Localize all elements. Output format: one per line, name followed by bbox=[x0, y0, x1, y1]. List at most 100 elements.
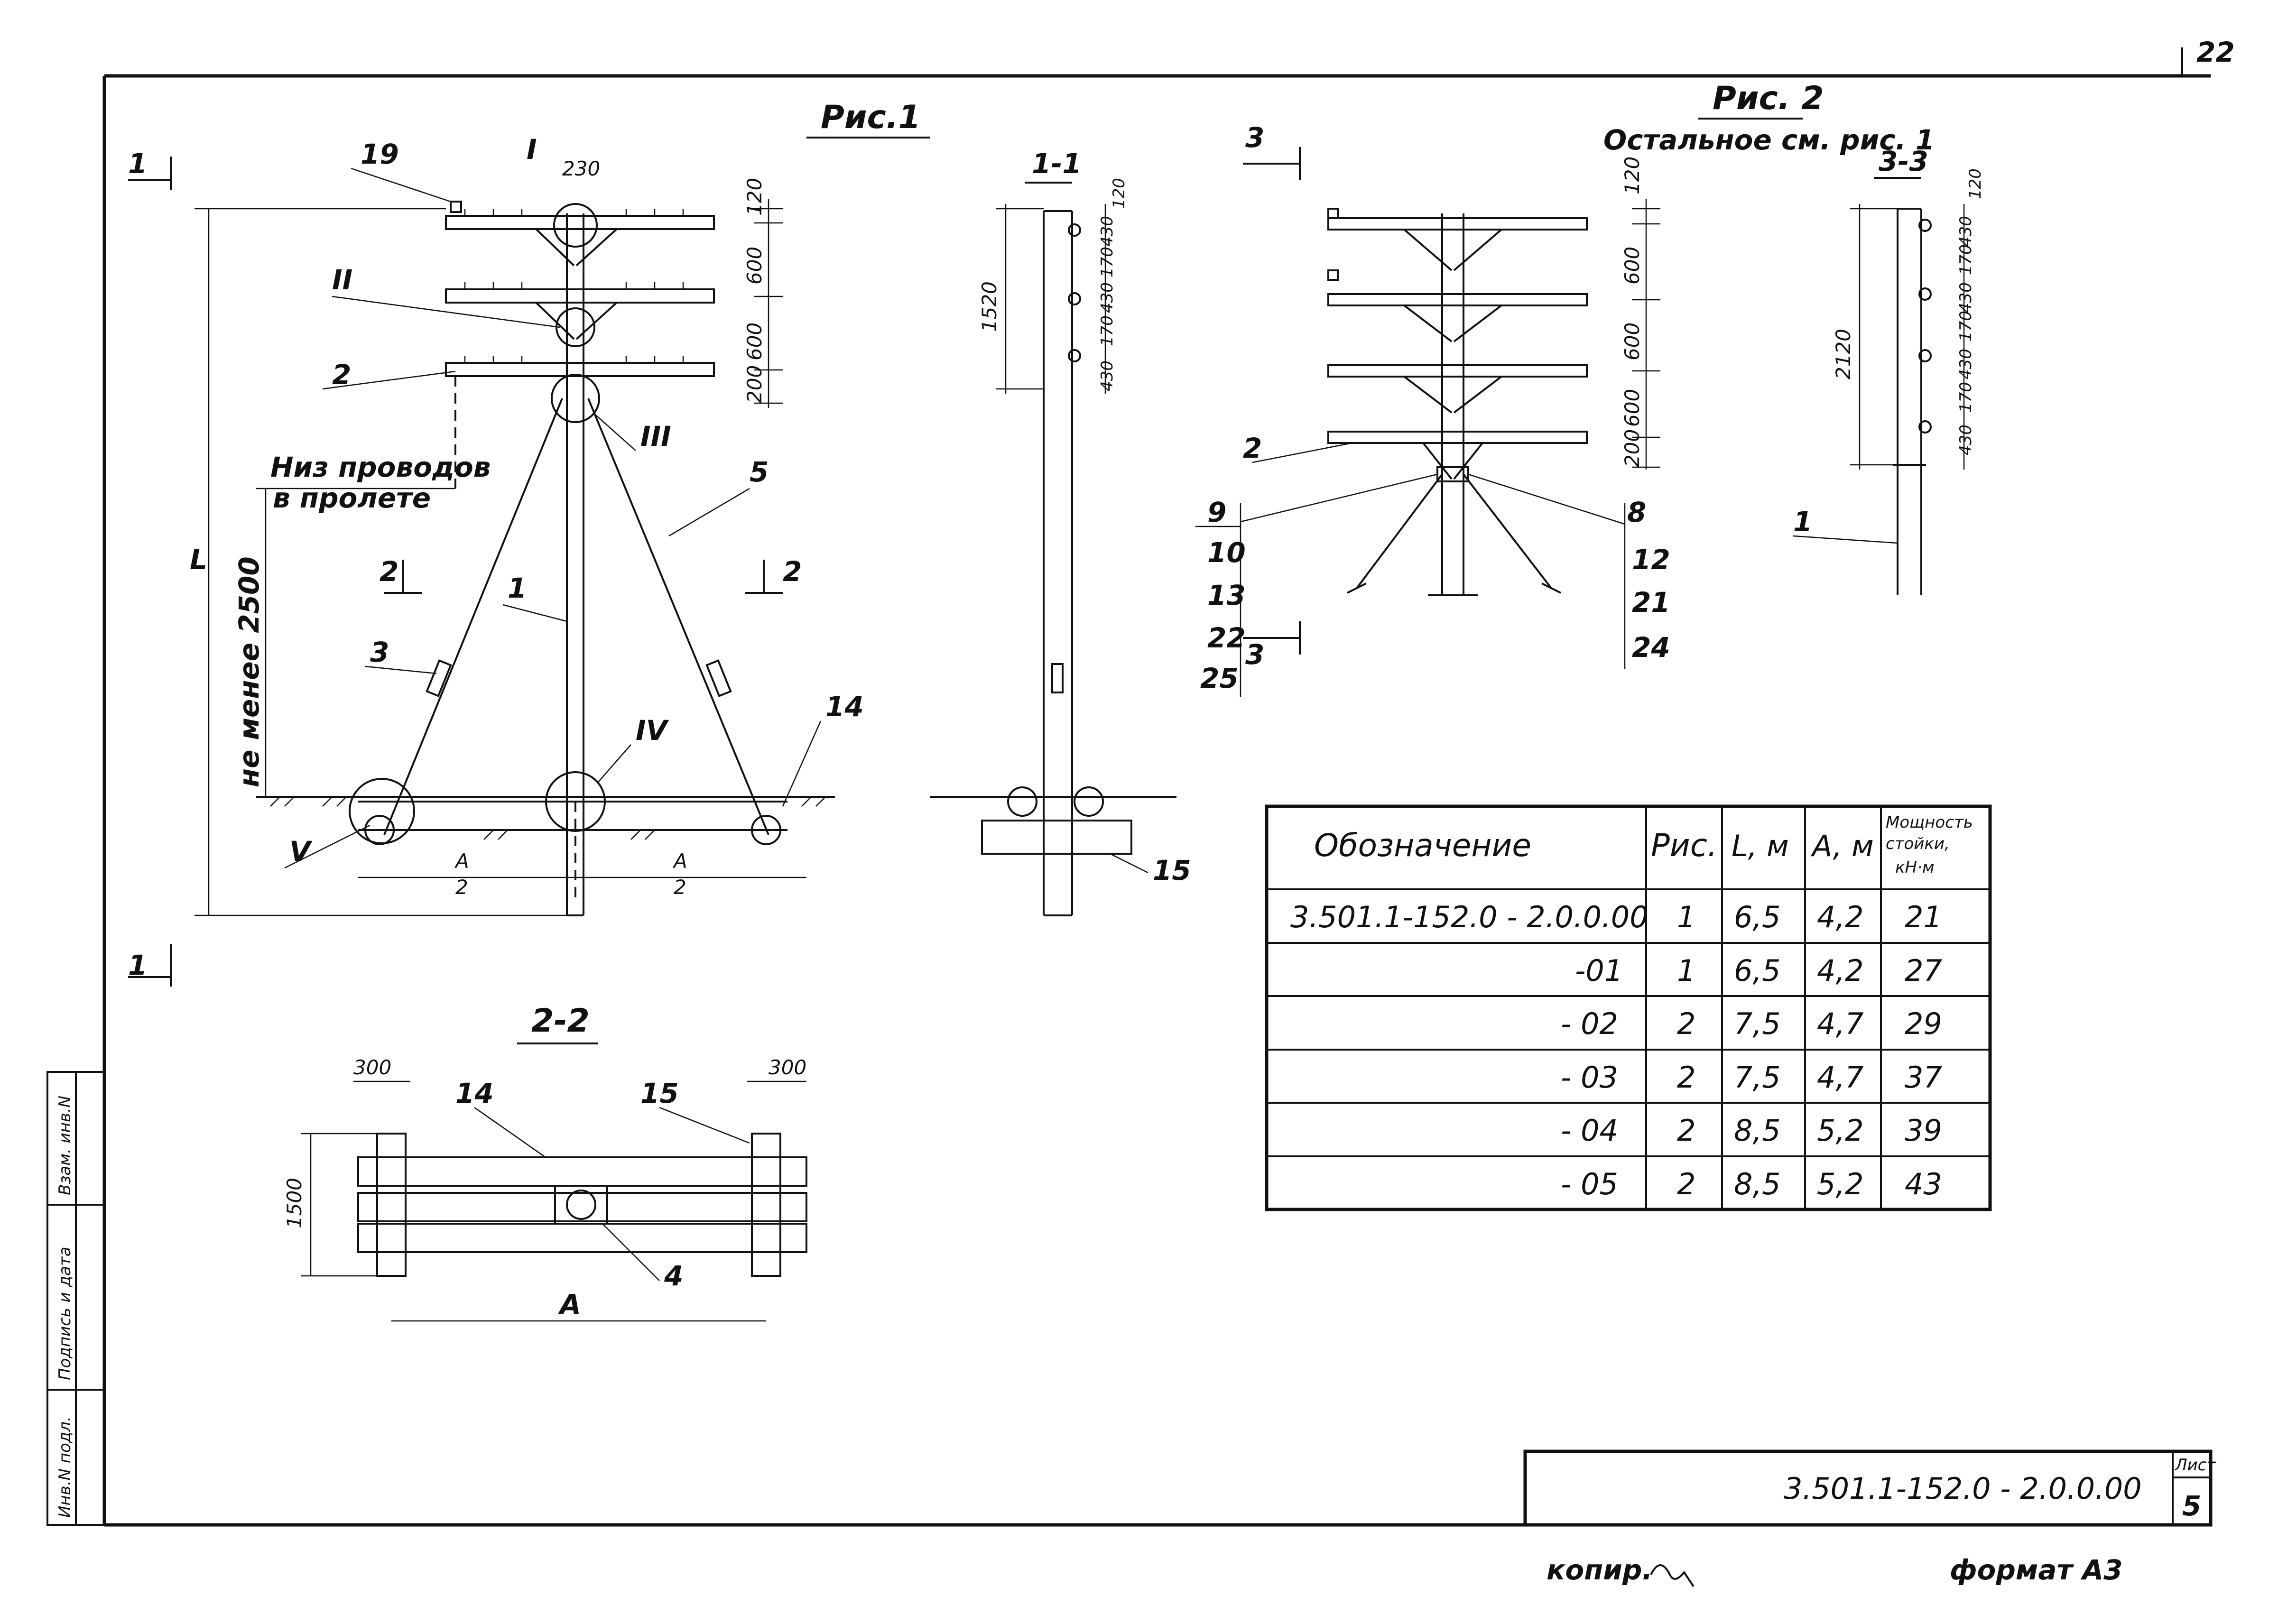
svg-text:25: 25 bbox=[1200, 662, 1239, 694]
table-row: - 03 2 7,5 4,7 37 bbox=[1561, 1060, 1942, 1095]
svg-text:8,5: 8,5 bbox=[1734, 1113, 1781, 1148]
svg-text:120: 120 bbox=[1621, 157, 1644, 194]
svg-text:300: 300 bbox=[353, 1056, 391, 1079]
svg-text:2: 2 bbox=[1677, 1060, 1695, 1095]
svg-text:- 03: - 03 bbox=[1561, 1060, 1618, 1095]
svg-text:170: 170 bbox=[1956, 382, 1975, 413]
section-1-1: 1-1 1520 120 430 170 430 170 430 15 bbox=[930, 148, 1191, 916]
svg-text:600: 600 bbox=[1621, 323, 1644, 360]
svg-text:1-1: 1-1 bbox=[1032, 148, 1082, 180]
svg-text:13: 13 bbox=[1207, 579, 1246, 611]
dim-L: L bbox=[190, 544, 207, 576]
svg-text:4,2: 4,2 bbox=[1817, 900, 1864, 934]
svg-text:430: 430 bbox=[1956, 349, 1975, 379]
svg-text:170: 170 bbox=[1956, 244, 1975, 275]
svg-text:200: 200 bbox=[743, 365, 766, 403]
svg-text:6,5: 6,5 bbox=[1734, 900, 1781, 934]
svg-text:300: 300 bbox=[769, 1056, 806, 1079]
svg-text:120: 120 bbox=[1966, 168, 1985, 199]
svg-text:430: 430 bbox=[1098, 282, 1117, 313]
th-power-2: стойки, bbox=[1886, 834, 1950, 853]
svg-text:2120: 2120 bbox=[1832, 329, 1855, 379]
svg-text:2: 2 bbox=[1677, 1167, 1695, 1201]
svg-text:4,2: 4,2 bbox=[1817, 953, 1864, 988]
svg-text:39: 39 bbox=[1905, 1113, 1942, 1148]
sheet-mark: 22 bbox=[2196, 36, 2235, 68]
svg-text:14: 14 bbox=[455, 1077, 494, 1109]
svg-text:6,5: 6,5 bbox=[1734, 953, 1781, 988]
th-fig: Рис. bbox=[1651, 827, 1717, 864]
svg-text:5: 5 bbox=[750, 456, 769, 488]
svg-text:2: 2 bbox=[783, 555, 802, 588]
fig1-dimensions: 120 600 600 200 230 L A 2 A 2 не менее 2… bbox=[190, 157, 806, 916]
svg-text:170: 170 bbox=[1956, 311, 1975, 341]
table-row: - 04 2 8,5 5,2 39 bbox=[1561, 1113, 1942, 1148]
svg-text:15: 15 bbox=[640, 1077, 679, 1109]
fig2-title: Рис. 2 Остальное см. рис. 1 bbox=[1603, 80, 1935, 156]
svg-text:19: 19 bbox=[361, 138, 399, 170]
side-inv-podl: Инв.N подл. bbox=[56, 1416, 74, 1518]
svg-text:IV: IV bbox=[636, 714, 669, 747]
svg-text:29: 29 bbox=[1905, 1006, 1942, 1041]
fig2-labels: 2 9 10 13 22 25 8 12 21 24 bbox=[1195, 432, 1670, 697]
section-2-2: 2-2 1500 300 300 A 14 15 4 bbox=[283, 1002, 807, 1322]
svg-text:II: II bbox=[332, 264, 352, 296]
table-row: - 02 2 7,5 4,7 29 bbox=[1561, 1006, 1942, 1041]
svg-text:3: 3 bbox=[370, 636, 389, 668]
svg-text:2: 2 bbox=[1677, 1113, 1695, 1148]
svg-text:230: 230 bbox=[562, 157, 600, 180]
svg-text:1: 1 bbox=[508, 572, 527, 604]
sheet-frame bbox=[102, 47, 2211, 1527]
svg-text:2: 2 bbox=[455, 876, 468, 899]
table-row: 3.501.1-152.0 - 2.0.0.00 1 6,5 4,2 21 bbox=[1290, 900, 1942, 934]
svg-text:21: 21 bbox=[1905, 900, 1942, 934]
svg-text:43: 43 bbox=[1905, 1167, 1942, 1201]
svg-text:A: A bbox=[672, 849, 687, 873]
th-A: A, м bbox=[1810, 829, 1874, 863]
svg-text:2: 2 bbox=[1677, 1006, 1695, 1041]
svg-text:5,2: 5,2 bbox=[1817, 1167, 1864, 1201]
svg-text:- 04: - 04 bbox=[1561, 1113, 1618, 1148]
table-row: -01 1 6,5 4,2 27 bbox=[1575, 953, 1942, 988]
fig1-title: Рис.1 bbox=[806, 99, 930, 138]
svg-text:430: 430 bbox=[1956, 282, 1975, 313]
svg-text:5,2: 5,2 bbox=[1817, 1113, 1864, 1148]
side-vzam: Взам. инв.N bbox=[56, 1096, 74, 1195]
svg-text:600: 600 bbox=[743, 323, 766, 360]
format-label: формат А3 bbox=[1950, 1554, 2123, 1586]
svg-text:14: 14 bbox=[825, 691, 864, 723]
svg-text:4: 4 bbox=[664, 1260, 683, 1292]
svg-text:22: 22 bbox=[1207, 622, 1246, 654]
copier-signature bbox=[1650, 1564, 1695, 1587]
title-block: 3.501.1-152.0 - 2.0.0.00 Лист 5 bbox=[1523, 1449, 2216, 1527]
svg-text:Рис.1: Рис.1 bbox=[821, 99, 921, 136]
side-signature: Подпись и дата bbox=[56, 1246, 74, 1380]
svg-text:170: 170 bbox=[1098, 315, 1117, 346]
side-strip: Инв.N подл. Подпись и дата Взам. инв.N bbox=[46, 1071, 105, 1526]
th-L: L, м bbox=[1732, 829, 1789, 863]
copied-label: копир. bbox=[1547, 1554, 1652, 1586]
svg-text:- 05: - 05 bbox=[1561, 1167, 1618, 1201]
svg-text:3: 3 bbox=[1245, 121, 1264, 154]
section-3-3: 3-3 2120 120 430 170 430 170 430 170 430… bbox=[1793, 145, 1985, 595]
svg-text:Остальное см. рис. 1: Остальное см. рис. 1 bbox=[1603, 124, 1935, 156]
svg-text:7,5: 7,5 bbox=[1734, 1006, 1781, 1041]
svg-text:3.501.1-152.0 - 2.0.0.00: 3.501.1-152.0 - 2.0.0.00 bbox=[1290, 900, 1648, 934]
svg-text:-01: -01 bbox=[1575, 953, 1623, 988]
svg-text:430: 430 bbox=[1956, 424, 1975, 455]
svg-text:- 02: - 02 bbox=[1561, 1006, 1618, 1041]
svg-text:2: 2 bbox=[1243, 432, 1262, 464]
svg-text:3: 3 bbox=[1245, 638, 1264, 671]
svg-text:I: I bbox=[527, 133, 537, 166]
svg-text:A: A bbox=[454, 849, 469, 873]
svg-text:200: 200 bbox=[1621, 429, 1644, 467]
svg-text:600: 600 bbox=[1621, 389, 1644, 427]
svg-text:III: III bbox=[640, 420, 671, 452]
svg-text:24: 24 bbox=[1632, 631, 1670, 664]
svg-text:2: 2 bbox=[380, 555, 398, 588]
th-power-3: кН·м bbox=[1895, 858, 1935, 877]
svg-text:27: 27 bbox=[1905, 953, 1942, 988]
svg-text:1: 1 bbox=[128, 148, 147, 180]
fig2-dimensions: 120 600 600 600 200 3 3 bbox=[1243, 121, 1660, 671]
